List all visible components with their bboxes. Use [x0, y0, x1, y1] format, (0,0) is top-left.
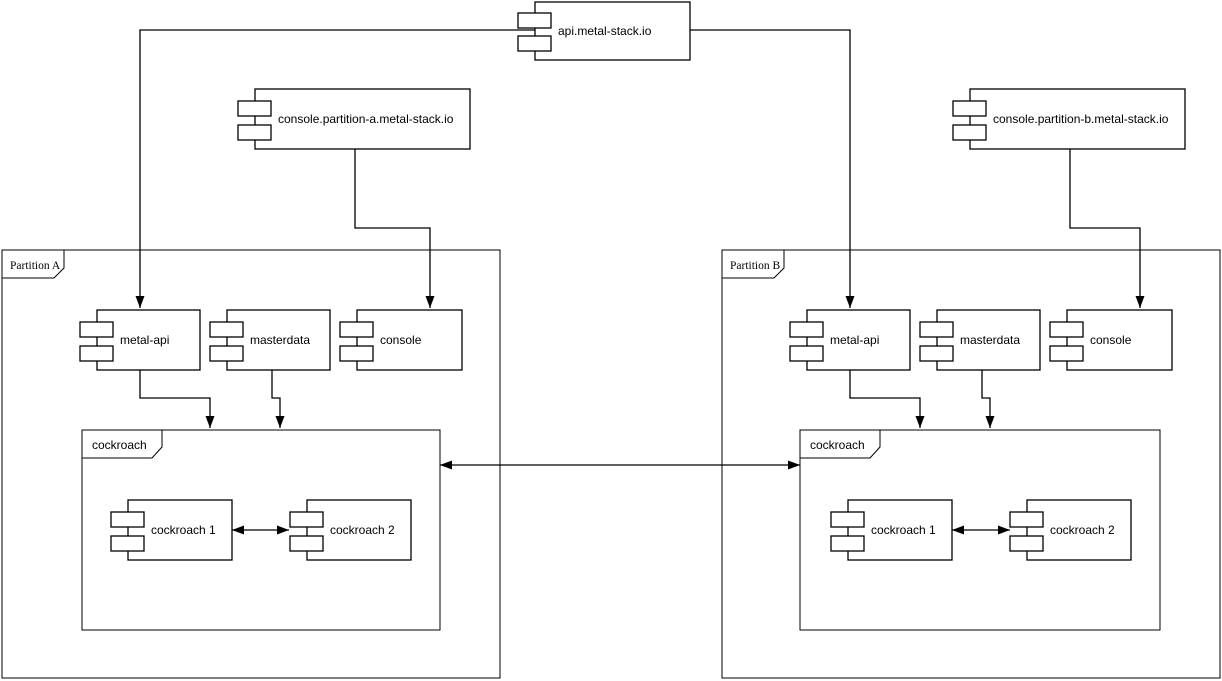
partition-b-tab	[721, 249, 785, 279]
component-cockroach1-a: cockroach 1	[110, 499, 233, 561]
partition-a-label: Partition A	[10, 260, 61, 272]
edges	[135, 29, 1145, 535]
edge-api-to-metal-api-a	[135, 29, 535, 308]
partition-b-label: Partition B	[730, 260, 780, 272]
edge-console-a-to-console-component-a	[354, 149, 435, 308]
partition-b: Partition B metal-api masterdata	[721, 249, 1221, 679]
component-label: cockroach 2	[330, 523, 395, 537]
uml-component-icon	[79, 321, 114, 362]
cockroach-frame-b: cockroach cockroach 1 cockroach 2	[799, 429, 1161, 631]
component-label: cockroach 1	[871, 523, 936, 537]
uml-component-icon	[289, 511, 324, 552]
cockroach-frame-b-label: cockroach	[810, 438, 865, 452]
component-cockroach2-b: cockroach 2	[1009, 499, 1132, 561]
edge-masterdata-b-to-cockroach-b	[981, 370, 995, 428]
component-label: console.partition-a.metal-stack.io	[278, 112, 454, 126]
partition-a-tab	[1, 249, 65, 279]
component-label: console.partition-b.metal-stack.io	[993, 112, 1169, 126]
edge-metal-api-a-to-cockroach-a	[139, 370, 215, 428]
component-label: console	[380, 333, 422, 347]
uml-component-icon	[237, 100, 272, 141]
uml-component-icon	[1009, 511, 1044, 552]
component-masterdata-a: masterdata	[209, 309, 331, 371]
component-label: cockroach 2	[1050, 523, 1115, 537]
uml-component-icon	[830, 511, 865, 552]
component-cockroach1-b: cockroach 1	[830, 499, 953, 561]
component-label: api.metal-stack.io	[558, 24, 652, 38]
uml-component-icon	[339, 321, 374, 362]
edge-api-to-metal-api-b	[690, 29, 855, 308]
cockroach-frame-a-tab	[81, 429, 163, 459]
cockroach-frame-b-tab	[799, 429, 881, 459]
uml-component-icon	[789, 321, 824, 362]
component-api-metal-stack-io: api.metal-stack.io	[517, 1, 691, 61]
cockroach-frame-a-label: cockroach	[92, 438, 147, 452]
component-label: metal-api	[830, 333, 879, 347]
component-label: cockroach 1	[151, 523, 216, 537]
uml-component-icon	[209, 321, 244, 362]
component-label: masterdata	[960, 333, 1020, 347]
component-label: console	[1090, 333, 1132, 347]
partition-a: Partition A metal-api masterdata	[1, 249, 501, 679]
component-console-a: console	[339, 309, 463, 371]
edge-console-b-to-console-component-b	[1069, 149, 1145, 308]
component-label: masterdata	[250, 333, 310, 347]
component-metal-api-a: metal-api	[79, 309, 201, 371]
component-metal-api-b: metal-api	[789, 309, 911, 371]
uml-component-icon	[952, 100, 987, 141]
component-label: metal-api	[120, 333, 169, 347]
component-console-partition-a-metal-stack-io: console.partition-a.metal-stack.io	[237, 88, 471, 150]
uml-component-icon	[517, 12, 552, 52]
edge-metal-api-b-to-cockroach-b	[849, 370, 925, 428]
uml-component-icon	[919, 321, 954, 362]
uml-component-icon	[1049, 321, 1084, 362]
uml-component-icon	[110, 511, 145, 552]
component-console-b: console	[1049, 309, 1173, 371]
edge-masterdata-a-to-cockroach-a	[271, 370, 285, 428]
component-cockroach2-a: cockroach 2	[289, 499, 412, 561]
component-masterdata-b: masterdata	[919, 309, 1041, 371]
component-console-partition-b-metal-stack-io: console.partition-b.metal-stack.io	[952, 88, 1186, 150]
